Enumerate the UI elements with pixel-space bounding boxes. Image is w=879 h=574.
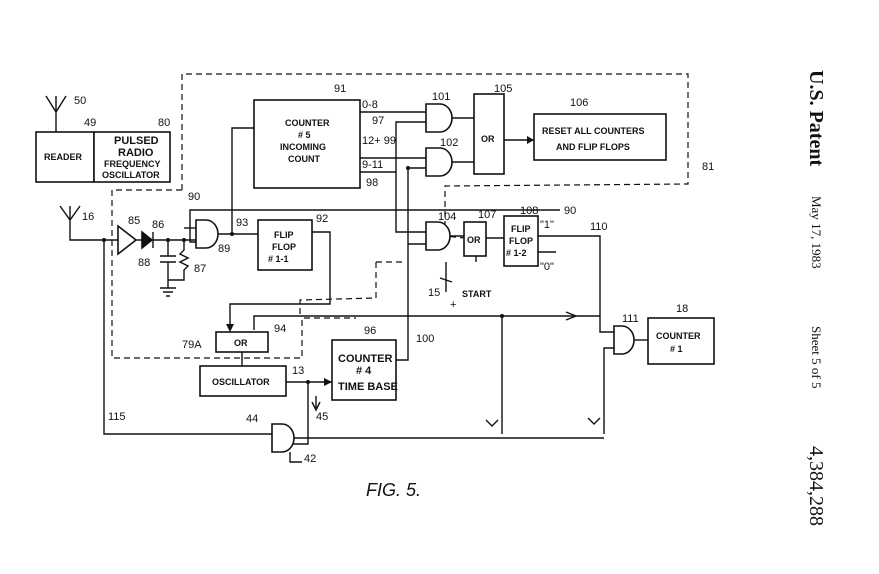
ref-97: 97 bbox=[372, 115, 384, 127]
counter5-out-1: 0-8 bbox=[362, 99, 378, 111]
ref-45: 45 bbox=[316, 411, 328, 423]
ref-80: 80 bbox=[158, 117, 170, 129]
ff-output-one: "1" bbox=[540, 219, 554, 231]
ref-102: 102 bbox=[440, 137, 458, 149]
reader-block bbox=[35, 131, 95, 183]
pulsed-label-1: PULSED bbox=[114, 135, 159, 147]
ref-111: 111 bbox=[622, 313, 639, 325]
or-105-block bbox=[473, 93, 505, 175]
or105-label: OR bbox=[481, 134, 495, 144]
counter-4-block bbox=[331, 339, 397, 401]
counter1-l1: COUNTER bbox=[656, 331, 701, 341]
antenna-50-icon bbox=[45, 95, 67, 132]
header-date: May 17, 1983 bbox=[809, 196, 824, 269]
pulsed-label-2: RADIO bbox=[118, 147, 154, 159]
ref-79a: 79A bbox=[182, 339, 202, 351]
counter5-out-2: 12+ 99 bbox=[362, 135, 396, 147]
counter5-l1: COUNTER bbox=[285, 118, 330, 128]
ff11-l3: # 1-1 bbox=[268, 254, 289, 264]
ref-91: 91 bbox=[334, 83, 346, 95]
ref-101: 101 bbox=[432, 91, 450, 103]
ref-98: 98 bbox=[366, 177, 378, 189]
ref-88: 88 bbox=[138, 257, 150, 269]
and-gate-89 bbox=[195, 219, 219, 249]
ff12-l2: FLOP bbox=[509, 236, 533, 246]
ref-104: 104 bbox=[438, 211, 456, 223]
ff11-l1: FLIP bbox=[274, 230, 294, 240]
oscillator-block bbox=[199, 365, 287, 397]
and-gate-104 bbox=[425, 221, 451, 251]
ref-110: 110 bbox=[590, 221, 608, 233]
ref-96: 96 bbox=[364, 325, 376, 337]
start-label: START bbox=[462, 289, 492, 299]
ff-output-zero: "0" bbox=[540, 261, 554, 273]
flip-flop-1-1 bbox=[257, 219, 313, 271]
counter5-l2: # 5 bbox=[298, 130, 311, 140]
counter5-l4: COUNT bbox=[288, 154, 320, 164]
or-107-block bbox=[463, 221, 487, 257]
ref-18: 18 bbox=[676, 303, 688, 315]
counter4-l2: # 4 bbox=[356, 365, 372, 377]
oscillator-label: OSCILLATOR bbox=[212, 377, 270, 387]
and-gate-102 bbox=[425, 147, 453, 177]
ref-90b: 90 bbox=[564, 205, 576, 217]
reset-block-106 bbox=[533, 113, 667, 161]
or94-label: OR bbox=[234, 338, 248, 348]
ref-92: 92 bbox=[316, 213, 328, 225]
figure-caption: FIG. 5. bbox=[366, 480, 421, 500]
counter4-l1: COUNTER bbox=[338, 353, 392, 365]
ref-106: 106 bbox=[570, 97, 588, 109]
and-gate-111 bbox=[613, 325, 635, 355]
or107-label: OR bbox=[467, 235, 481, 245]
ref-89: 89 bbox=[218, 243, 230, 255]
ref-15: 15 bbox=[428, 287, 440, 299]
counter1-l2: # 1 bbox=[670, 344, 683, 354]
counter5-out-3: 9-11 bbox=[362, 159, 383, 171]
ref-90a: 90 bbox=[188, 191, 200, 203]
ref-87: 87 bbox=[194, 263, 206, 275]
flip-flop-1-2 bbox=[503, 215, 539, 267]
counter-1-block bbox=[647, 317, 715, 365]
dashed-enclosure bbox=[111, 73, 689, 359]
ref-85: 85 bbox=[128, 215, 140, 227]
pulsed-label-3: FREQUENCY bbox=[104, 159, 161, 169]
header-office: U.S. Patent bbox=[805, 70, 827, 166]
pulsed-rf-oscillator-block bbox=[93, 131, 171, 183]
ref-105: 105 bbox=[494, 83, 512, 95]
and-gate-44 bbox=[271, 423, 295, 453]
pulsed-label-4: OSCILLATOR bbox=[102, 170, 160, 180]
ref-16: 16 bbox=[82, 211, 94, 223]
ref-115: 115 bbox=[108, 411, 126, 423]
ref-108: 108 bbox=[520, 205, 538, 217]
ref-50: 50 bbox=[74, 95, 86, 107]
reset-l1: RESET ALL COUNTERS bbox=[542, 126, 645, 136]
amplifier-85 bbox=[117, 224, 138, 256]
ref-81: 81 bbox=[702, 161, 714, 173]
ff12-l1: FLIP bbox=[511, 224, 531, 234]
header-sheet: Sheet 5 of 5 bbox=[809, 326, 824, 388]
header-patent-number: 4,384,288 bbox=[805, 446, 827, 526]
reset-l2: AND FLIP FLOPS bbox=[556, 142, 630, 152]
diode-86 bbox=[141, 230, 154, 250]
ref-13: 13 bbox=[292, 365, 304, 377]
ref-86: 86 bbox=[152, 219, 164, 231]
plus-sign: + bbox=[450, 299, 456, 311]
ref-94: 94 bbox=[274, 323, 286, 335]
ref-100: 100 bbox=[416, 333, 434, 345]
and-gate-101 bbox=[425, 103, 453, 133]
ref-107: 107 bbox=[478, 209, 496, 221]
ref-49: 49 bbox=[84, 117, 96, 129]
counter4-l3: TIME BASE bbox=[338, 381, 398, 393]
ff11-l2: FLOP bbox=[272, 242, 296, 252]
counter-5-block bbox=[253, 99, 361, 189]
reader-label: READER bbox=[44, 152, 83, 162]
ref-42: 42 bbox=[304, 453, 316, 465]
ff12-l3: # 1-2 bbox=[506, 248, 527, 258]
counter5-l3: INCOMING bbox=[280, 142, 326, 152]
ref-93: 93 bbox=[236, 217, 248, 229]
ref-44: 44 bbox=[246, 413, 258, 425]
